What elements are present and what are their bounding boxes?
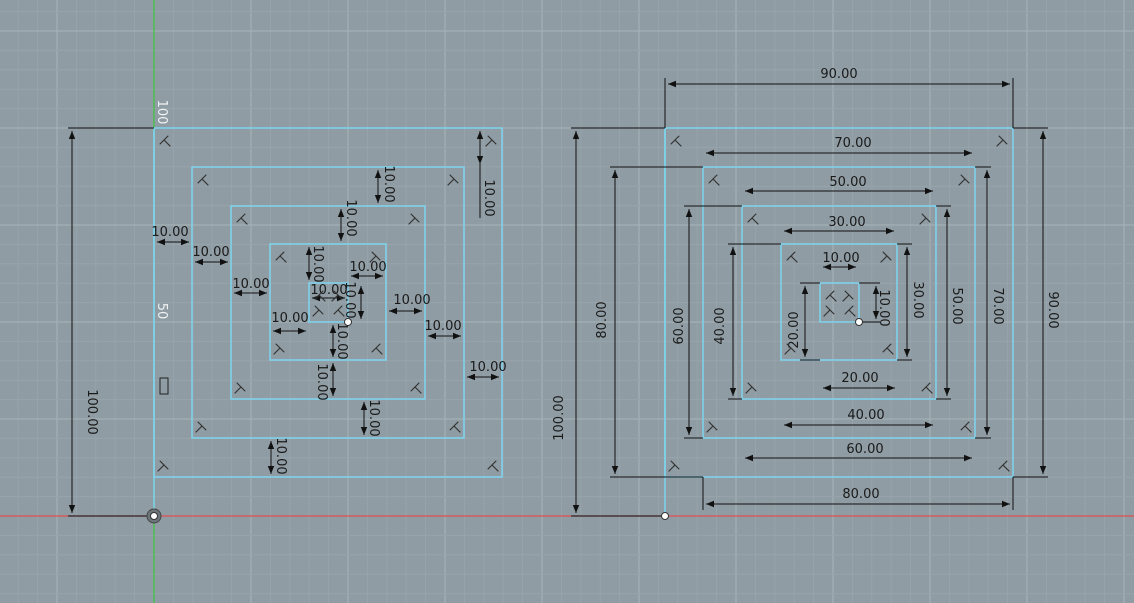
perpendicular-constraint-icon[interactable] <box>876 251 892 267</box>
perpendicular-constraint-icon[interactable] <box>998 460 1014 476</box>
perpendicular-constraint-icon[interactable] <box>819 305 835 321</box>
left-sketch[interactable]: 100.00 100 50 10.00 10.00 10.00 10.00 10… <box>68 100 507 524</box>
dim-right-left[interactable]: 60.00 <box>672 307 687 344</box>
perpendicular-constraint-icon[interactable] <box>960 421 976 437</box>
perpendicular-constraint-icon[interactable] <box>702 421 718 437</box>
perpendicular-constraint-icon[interactable] <box>915 213 931 229</box>
origin-point[interactable] <box>150 512 158 520</box>
center-point[interactable] <box>855 318 863 326</box>
dim-right-top[interactable]: 30.00 <box>828 215 865 230</box>
left-square-2[interactable] <box>191 166 465 439</box>
dim-right-top[interactable]: 90.00 <box>820 67 857 82</box>
perpendicular-constraint-icon[interactable] <box>487 460 503 476</box>
perpendicular-constraint-icon[interactable] <box>314 290 330 306</box>
dim-right-right[interactable]: 90.00 <box>1045 291 1060 328</box>
dim-right-top[interactable]: 50.00 <box>829 175 866 190</box>
perpendicular-constraint-icon[interactable] <box>327 290 343 306</box>
perpendicular-constraint-icon[interactable] <box>825 290 841 306</box>
dim-left[interactable]: 10.00 <box>349 260 386 275</box>
dim-left[interactable]: 10.00 <box>271 311 308 326</box>
perpendicular-constraint-icon[interactable] <box>664 460 680 476</box>
axis-label-50: 50 <box>154 303 169 320</box>
dim-left[interactable]: 10.00 <box>366 399 381 436</box>
dim-left[interactable]: 10.00 <box>342 281 357 318</box>
perpendicular-constraint-icon[interactable] <box>481 135 497 151</box>
dim-right-bottom[interactable]: 20.00 <box>841 371 878 386</box>
perpendicular-constraint-icon[interactable] <box>308 305 324 321</box>
perpendicular-constraint-icon[interactable] <box>449 421 465 437</box>
dim-left[interactable]: 10.00 <box>310 245 325 282</box>
right-square-4[interactable] <box>780 243 898 361</box>
perpendicular-constraint-icon[interactable] <box>670 135 686 151</box>
dim-left[interactable]: 10.00 <box>393 293 430 308</box>
perpendicular-constraint-icon[interactable] <box>882 343 898 359</box>
perpendicular-constraint-icon[interactable] <box>365 251 381 267</box>
right-square-3[interactable] <box>741 205 937 400</box>
perpendicular-constraint-icon[interactable] <box>786 251 802 267</box>
dim-left[interactable]: 10.00 <box>232 277 269 292</box>
perpendicular-constraint-icon[interactable] <box>708 174 724 190</box>
dim-right-right[interactable]: 50.00 <box>949 287 964 324</box>
perpendicular-constraint-icon[interactable] <box>275 251 291 267</box>
perpendicular-constraint-icon[interactable] <box>191 421 207 437</box>
axis-label-100: 100 <box>154 100 169 125</box>
perpendicular-constraint-icon[interactable] <box>159 135 175 151</box>
perpendicular-constraint-icon[interactable] <box>443 174 459 190</box>
perpendicular-constraint-icon[interactable] <box>992 135 1008 151</box>
dim-left[interactable]: 10.00 <box>424 319 461 334</box>
dim-right-left[interactable]: 100.00 <box>552 395 567 441</box>
dim-left[interactable]: 10.00 <box>314 363 329 400</box>
dim-right-right[interactable]: 70.00 <box>990 287 1005 324</box>
dim-left[interactable]: 10.00 <box>469 360 506 375</box>
dim-left[interactable]: 10.00 <box>334 322 349 359</box>
right-square-2[interactable] <box>702 166 976 439</box>
dim-right-bottom[interactable]: 60.00 <box>846 442 883 457</box>
right-sketch[interactable]: 90.00 70.00 50.00 30.00 10.00 20.00 40.0… <box>552 67 1060 520</box>
center-point[interactable] <box>344 318 352 326</box>
perpendicular-constraint-icon[interactable] <box>236 213 252 229</box>
perpendicular-constraint-icon[interactable] <box>954 174 970 190</box>
left-square-3[interactable] <box>230 205 426 400</box>
dim-left[interactable]: 10.00 <box>381 165 396 202</box>
dim-right-right[interactable]: 10.00 <box>876 289 891 326</box>
dim-right-left[interactable]: 40.00 <box>713 307 728 344</box>
left-square-4[interactable] <box>269 243 387 361</box>
dim-right-left[interactable]: 20.00 <box>787 311 802 348</box>
constraint-glyphs <box>153 135 1014 476</box>
dim-right-right[interactable]: 30.00 <box>910 281 925 318</box>
left-square-5[interactable] <box>308 282 349 323</box>
perpendicular-constraint-icon[interactable] <box>838 290 854 306</box>
perpendicular-constraint-icon[interactable] <box>333 305 349 321</box>
perpendicular-constraint-icon[interactable] <box>780 343 796 359</box>
perpendicular-constraint-icon[interactable] <box>153 460 169 476</box>
perpendicular-constraint-icon[interactable] <box>921 382 937 398</box>
dim-right-bottom[interactable]: 80.00 <box>842 487 879 502</box>
perpendicular-constraint-icon[interactable] <box>844 305 860 321</box>
dim-left[interactable]: 10.00 <box>481 179 496 216</box>
perpendicular-constraint-icon[interactable] <box>741 382 757 398</box>
perpendicular-constraint-icon[interactable] <box>747 213 763 229</box>
perpendicular-constraint-icon[interactable] <box>269 343 285 359</box>
fix-icon[interactable] <box>159 377 169 395</box>
dim-right-top[interactable]: 70.00 <box>834 136 871 151</box>
perpendicular-constraint-icon[interactable] <box>410 382 426 398</box>
dim-left[interactable]: 10.00 <box>151 225 188 240</box>
dim-right-bottom[interactable]: 40.00 <box>847 408 884 423</box>
perpendicular-constraint-icon[interactable] <box>230 382 246 398</box>
dim-left[interactable]: 10.00 <box>192 245 229 260</box>
perpendicular-constraint-icon[interactable] <box>371 343 387 359</box>
right-square-5[interactable] <box>819 282 860 323</box>
perpendicular-constraint-icon[interactable] <box>404 213 420 229</box>
perpendicular-constraint-icon[interactable] <box>197 174 213 190</box>
dim-right-top[interactable]: 10.00 <box>822 251 859 266</box>
dim-left-height[interactable]: 100.00 <box>84 389 99 435</box>
origin-point[interactable] <box>661 512 669 520</box>
dim-right-left[interactable]: 80.00 <box>595 301 610 338</box>
dim-left[interactable]: 10.00 <box>273 437 288 474</box>
dim-left[interactable]: 10.00 <box>343 199 358 236</box>
